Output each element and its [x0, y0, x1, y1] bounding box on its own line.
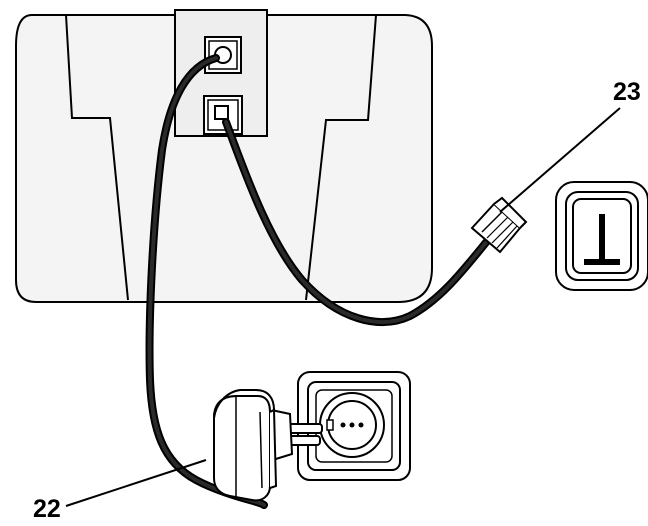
- callout-23-leader: [499, 107, 621, 213]
- base-station: [15, 9, 433, 303]
- base-station-right-relief: [305, 14, 377, 301]
- callout-22-leader: [65, 459, 207, 507]
- power-socket-icon: [297, 371, 411, 481]
- base-station-left-relief: [65, 14, 129, 301]
- phone-line-port[interactable]: [203, 95, 243, 135]
- power-adapter[interactable]: [213, 389, 323, 502]
- base-station-body: [15, 14, 433, 303]
- callout-23: 23: [613, 78, 641, 106]
- callout-22: 22: [33, 495, 61, 523]
- phone-line-port-hole: [214, 105, 229, 120]
- t-shaped-telephone-jack-icon: [555, 181, 648, 291]
- phone-line-plug[interactable]: [470, 196, 528, 254]
- power-input-port[interactable]: [204, 36, 242, 74]
